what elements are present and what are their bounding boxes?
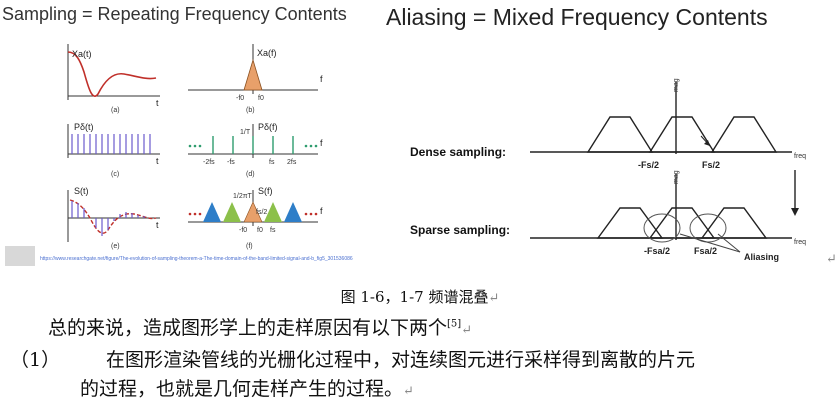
panel-f-func: S(f) [258,186,273,196]
panel-d-label: (d) [246,171,255,178]
panel-e: S(t) t (e) [67,186,160,250]
return-mark: ↵ [826,252,837,267]
list-item-return-mark: ↵ [403,384,414,399]
right-figure-title: Aliasing = Mixed Frequency Contents [386,4,768,30]
panel-e-axis: t [156,220,159,230]
paragraph-1: 总的来说，造成图形学上的走样原因有以下两个[5]↵ [48,313,472,340]
panel-a-func: Xa(t) [72,49,92,59]
panel-f-amp: 1/2πT [233,193,253,200]
panel-b-label: (b) [246,107,255,114]
dense-sampling-label: Dense sampling: [410,145,506,159]
list-item-line-2: 的过程，也就是几何走样产生的过程。 [80,378,404,400]
panel-d-func: Pδ(f) [258,122,278,132]
panel-a-axis: t [156,98,159,108]
list-item-1-continued: 的过程，也就是几何走样产生的过程。↵ [80,374,414,401]
aliasing-label: Aliasing [744,252,779,262]
panel-c-axis: t [156,156,159,166]
sparse-sampling-label: Sparse sampling: [410,223,510,237]
panel-c-func: Pδ(t) [74,122,94,132]
panel-b-func: Xa(f) [257,48,277,58]
thumbnail-image [5,246,35,266]
panel-f-label: (f) [246,243,253,250]
figure-caption: 图 1-6，1-7 频谱混叠↵ [0,286,840,307]
dense-y-axis: mag [673,78,680,92]
paragraph-1-text: 总的来说，造成图形学上的走样原因有以下两个 [48,317,448,339]
panel-a-label: (a) [111,107,120,114]
paragraph-1-return-mark: ↵ [461,323,473,338]
dense-sampling-plot: mag freq -Fs/2 Fs/2 Dense sampling: [410,78,806,170]
left-figure-title: Sampling = Repeating Frequency Contents [2,4,347,24]
panel-d-tick-1: -2fs [203,159,215,166]
sparse-tick-pos: Fsa/2 [694,246,717,256]
panel-e-label: (e) [111,243,120,250]
panel-b-tick-pos: f0 [258,95,264,102]
panel-e-func: S(t) [74,186,89,196]
panel-f-tick-1: -f0 [239,227,247,234]
panel-d-tick-2: -fs [227,159,235,166]
caption-text: 图 1-6，1-7 频谱混叠 [340,288,489,306]
list-item-1: （1） 在图形渲染管线的光栅化过程中，对连续图元进行采样得到离散的片元 [10,345,695,372]
panel-c: Pδ(t) t (c) [67,122,160,178]
panel-b-tick-neg: -f0 [236,95,244,102]
panel-f-tick-3: fs [270,227,276,234]
sparse-x-axis: freq [794,239,806,246]
dense-tick-neg: -Fs/2 [638,160,659,170]
panel-b-axis: f [320,74,323,84]
panel-d-amp: 1/T [240,129,251,136]
sparse-tick-neg: -Fsa/2 [644,246,670,256]
sparse-y-axis: mag [673,170,680,184]
reference-mark: [5] [447,318,462,330]
list-item-line-1: 在图形渲染管线的光栅化过程中，对连续图元进行采样得到离散的片元 [106,349,696,371]
panel-d-tick-3: fs [269,159,275,166]
panel-d: Pδ(f) 1/T f -2fs -fs fs 2fs (d) [188,122,323,178]
list-item-number: （1） [10,349,61,371]
panel-f-axis: f [320,206,323,216]
panel-f-mid: fs/2 [256,209,267,216]
sampling-figure: Xa(t) t (a) Xa(f) f -f0 f0 (b) Pδ(t) t (… [0,30,380,266]
panel-f: S(f) 1/2πT fs/2 f -f0 f0 fs (f) [188,186,323,250]
sparse-sampling-plot: mag freq -Fsa/2 Fsa/2 Aliasing Sparse sa… [410,170,806,262]
aliasing-figure: mag freq -Fs/2 Fs/2 Dense sampling: mag … [410,78,806,262]
panel-d-tick-4: 2fs [287,159,297,166]
panel-d-axis: f [320,138,323,148]
caption-return-mark: ↵ [488,291,500,306]
panel-c-label: (c) [111,171,119,178]
panel-f-tick-2: f0 [257,227,263,234]
panel-b: Xa(f) f -f0 f0 (b) [188,44,323,114]
source-url: https://www.researchgate.net/figure/The-… [40,256,353,262]
dense-x-axis: freq [794,153,806,160]
panel-a: Xa(t) t (a) [67,44,160,114]
dense-tick-pos: Fs/2 [702,160,720,170]
